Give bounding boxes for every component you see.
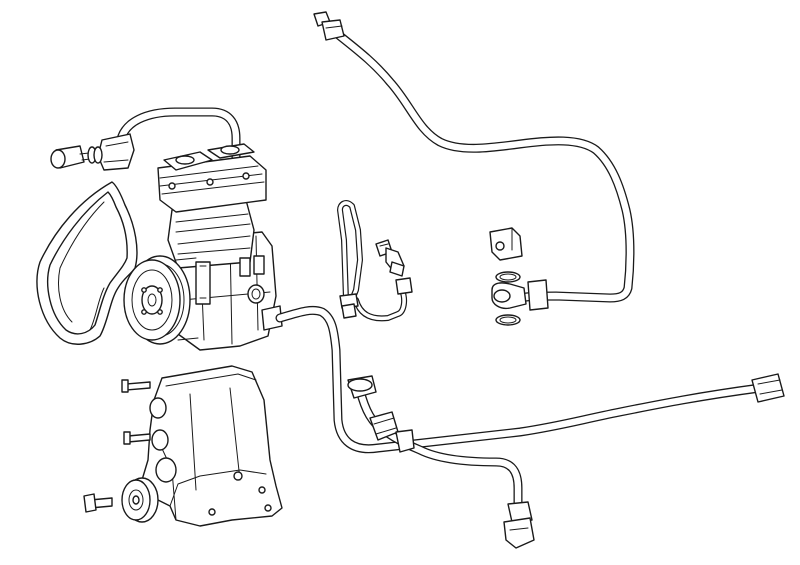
compressor-outlet-pipe [275,305,785,454]
long-air-line [313,11,635,311]
coolant-pipe-upper [50,107,241,171]
banjo-fitting [489,227,527,326]
elbow-fitting [375,239,405,277]
mounting-bracket [121,365,283,527]
small-feed-line [337,200,413,322]
tensioner-roller [83,477,159,523]
pressure-lines [347,375,535,549]
drive-pulley [123,255,199,345]
v-belt [36,181,138,345]
